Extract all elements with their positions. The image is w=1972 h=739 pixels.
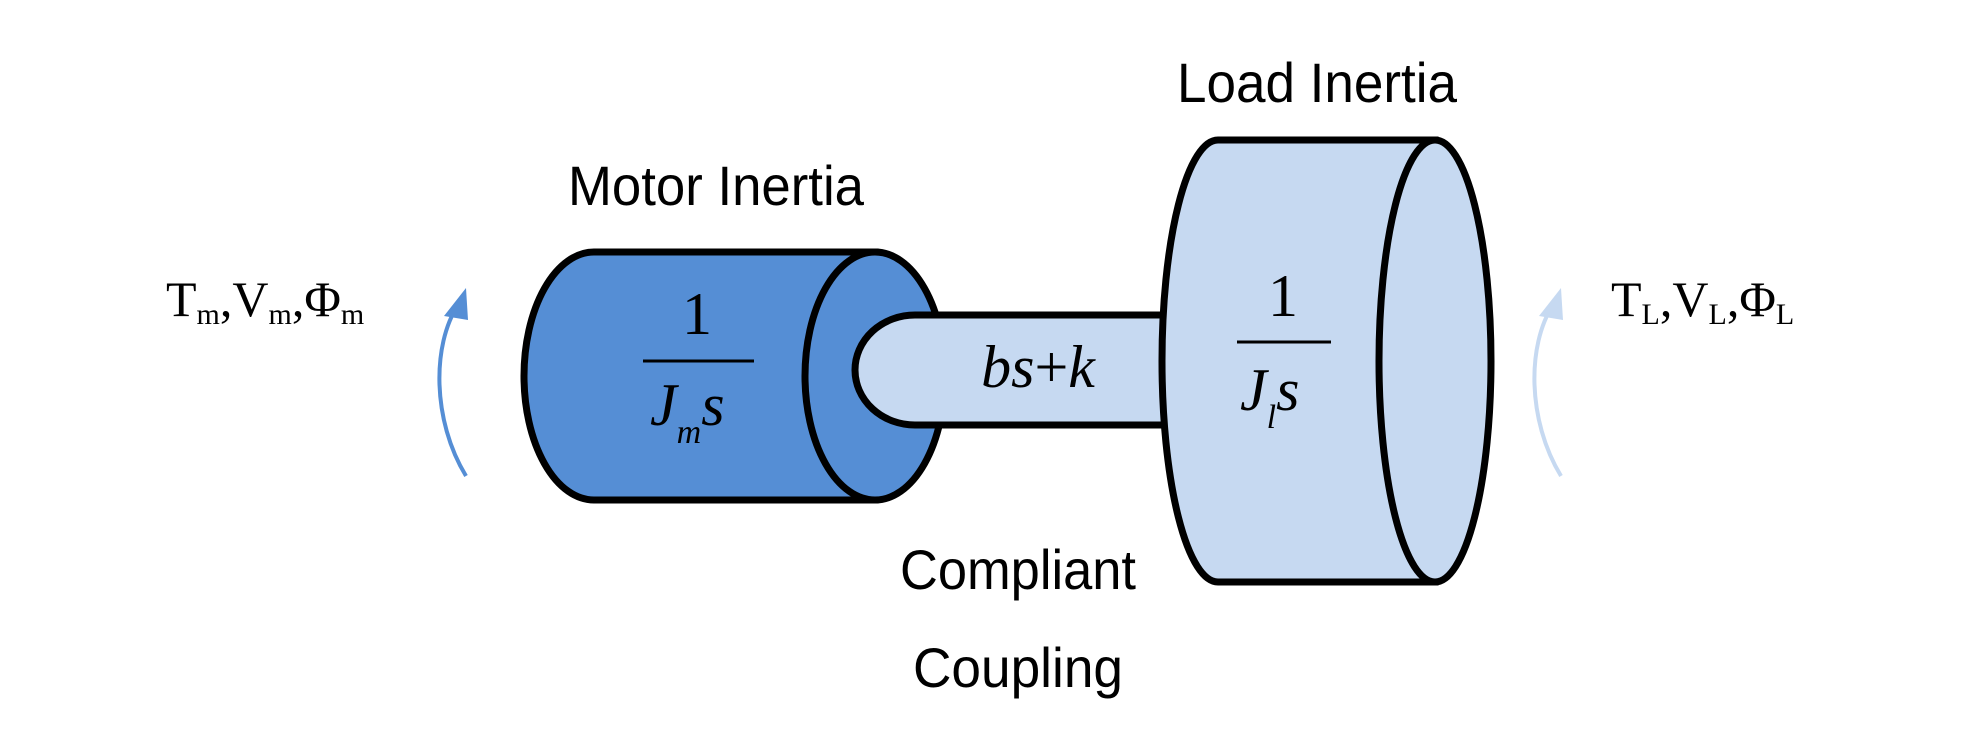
load-cylinder-body xyxy=(1158,136,1439,586)
coupling-tf-k: k xyxy=(1068,334,1096,400)
load-tf-den-var: s xyxy=(1276,357,1299,423)
motor-tf-den-symbol: J xyxy=(650,372,679,438)
motor-torque-subscript: m xyxy=(197,298,220,331)
motor-signals-label: Tm,Vm,Φm xyxy=(166,271,364,331)
motor-curved-arrow-icon xyxy=(437,288,468,478)
load-signals-label: TL,VL,ΦL xyxy=(1611,271,1794,331)
load-inertia-label: Load Inertia xyxy=(1177,51,1458,114)
load-curved-arrow-icon xyxy=(1532,288,1563,478)
load-torque-subscript: L xyxy=(1642,298,1660,331)
motor-tf-denominator: Jms xyxy=(650,372,725,451)
coupling-tf-s: s xyxy=(1011,334,1034,400)
shaft-body xyxy=(851,311,1169,429)
motor-torque-symbol: T xyxy=(166,271,197,327)
coupling-tf-b: b xyxy=(981,334,1011,400)
load-velocity-subscript: L xyxy=(1708,298,1726,331)
motor-angle-subscript: m xyxy=(341,298,364,331)
motor-velocity-symbol: V xyxy=(232,271,268,327)
motor-sep-1: , xyxy=(220,271,233,327)
load-angle-subscript: L xyxy=(1776,298,1794,331)
load-torque-symbol: T xyxy=(1611,271,1642,327)
load-inertia-cylinder xyxy=(1158,136,1495,586)
load-sep-2: , xyxy=(1727,271,1740,327)
load-tf-den-subscript: l xyxy=(1267,399,1276,436)
load-angle-symbol: Φ xyxy=(1739,271,1776,327)
coupling-transfer-function: bs+k xyxy=(981,334,1096,400)
motor-cylinder-body xyxy=(520,248,879,504)
motor-sep-2: , xyxy=(292,271,305,327)
motor-tf-den-subscript: m xyxy=(677,414,702,451)
load-cylinder-face xyxy=(1375,136,1495,586)
motor-angle-symbol: Φ xyxy=(304,271,341,327)
load-sep-1: , xyxy=(1660,271,1673,327)
motor-velocity-subscript: m xyxy=(269,298,292,331)
motor-transfer-function: 1 Jms xyxy=(643,281,754,451)
coupling-tf-plus: + xyxy=(1034,334,1068,400)
motor-tf-den-var: s xyxy=(701,372,724,438)
load-tf-den-symbol: J xyxy=(1240,357,1269,423)
load-tf-numerator: 1 xyxy=(1268,263,1298,329)
motor-inertia-cylinder xyxy=(520,248,949,504)
load-tf-denominator: Jls xyxy=(1240,357,1299,436)
motor-tf-numerator: 1 xyxy=(682,281,712,347)
load-transfer-function: 1 Jls xyxy=(1237,263,1331,436)
motor-inertia-label: Motor Inertia xyxy=(568,154,865,217)
coupling-label: Coupling xyxy=(913,636,1123,699)
coupling-shaft xyxy=(851,311,1169,429)
compliant-label: Compliant xyxy=(900,538,1136,601)
load-velocity-symbol: V xyxy=(1672,271,1708,327)
